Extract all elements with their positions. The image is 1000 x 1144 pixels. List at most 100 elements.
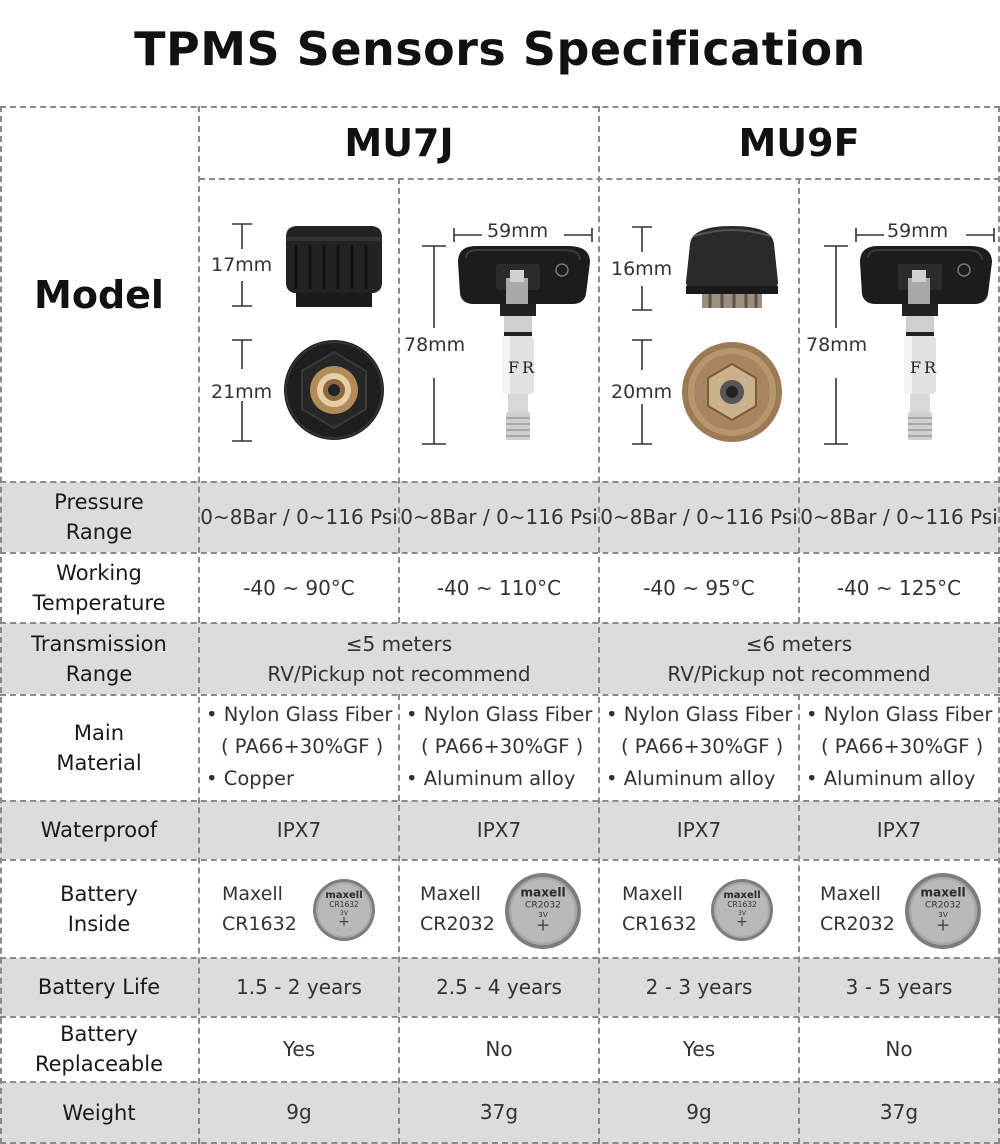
- row-shade-pressure: [0, 482, 1000, 552]
- valve-sensor-image: F R: [422, 228, 593, 445]
- waterproof-value: IPX7: [876, 818, 922, 842]
- waterproof-value: IPX7: [276, 818, 322, 842]
- coin-cell-battery-image: maxell CR2032 3V +: [505, 873, 581, 949]
- dim-label-width: 59mm: [887, 220, 949, 242]
- material-list: • Nylon Glass Fiber ( PA66+30%GF ) • Alu…: [806, 699, 992, 795]
- weight-value: 9g: [286, 1100, 312, 1124]
- grid-line: [0, 859, 1000, 861]
- grid-line: [0, 800, 1000, 802]
- svg-text:maxell: maxell: [520, 885, 565, 899]
- grid-line: [0, 481, 1000, 483]
- svg-text:CR2032: CR2032: [525, 900, 561, 910]
- sensor-cap-bottom-image: [284, 340, 384, 440]
- row-label-temperature: Working Temperature: [0, 553, 198, 622]
- grid-line: [0, 1142, 1000, 1144]
- grid-line: [798, 694, 800, 1144]
- row-label-battery-life: Battery Life: [37, 975, 161, 999]
- dim-label-height: 78mm: [404, 334, 466, 356]
- coin-cell-battery-image: maxell CR1632 3V +: [711, 879, 773, 941]
- label-line: Working: [56, 560, 142, 585]
- label-line: Replaceable: [34, 1052, 164, 1076]
- label-line: Main: [73, 720, 125, 745]
- pressure-value: 0~8Bar / 0~116 Psi: [800, 505, 998, 529]
- battery-label: Maxell CR1632: [622, 879, 697, 939]
- transmission-note: RV/Pickup not recommend: [267, 661, 531, 686]
- row-label-model: Model: [34, 272, 164, 317]
- label-line: Range: [65, 661, 133, 686]
- battery-life-value: 1.5 - 2 years: [236, 975, 362, 999]
- svg-text:3V: 3V: [340, 910, 349, 917]
- label-line: Inside: [67, 911, 131, 936]
- label-line: Pressure: [54, 490, 144, 514]
- svg-text:maxell: maxell: [325, 890, 362, 901]
- dimension-marker: [632, 226, 652, 445]
- row-shade-battery-life: [0, 958, 1000, 1016]
- dim-label-width: 20mm: [611, 381, 673, 403]
- svg-text:maxell: maxell: [920, 885, 965, 899]
- battery-model: CR1632: [222, 913, 297, 935]
- battery-brand: Maxell: [622, 883, 683, 905]
- dimension-marker: [232, 223, 252, 442]
- label-line: Material: [56, 750, 142, 775]
- material-item: • Aluminum alloy: [806, 767, 976, 790]
- material-spec: ( PA66+30%GF ): [621, 735, 784, 758]
- row-label-waterproof: Waterproof: [40, 818, 158, 842]
- replaceable-value: Yes: [282, 1037, 316, 1061]
- material-item: • Nylon Glass Fiber: [206, 703, 393, 726]
- grid-line: [0, 106, 1000, 108]
- battery-life-value: 2 - 3 years: [645, 975, 753, 999]
- svg-text:R: R: [924, 358, 937, 377]
- row-label-battery: Battery Inside: [0, 860, 198, 957]
- material-spec: ( PA66+30%GF ): [821, 735, 984, 758]
- row-label-pressure: Pressure Range: [0, 482, 198, 552]
- transmission-distance: ≤6 meters: [745, 631, 853, 656]
- label-line: Battery: [60, 1022, 138, 1046]
- weight-value: 37g: [879, 1100, 919, 1124]
- svg-text:maxell: maxell: [723, 890, 760, 901]
- row-label-material: Main Material: [0, 695, 198, 800]
- weight-value: 37g: [479, 1100, 519, 1124]
- row-label-replaceable: Battery Replaceable: [0, 1017, 198, 1081]
- coin-cell-battery-image: maxell CR2032 3V +: [905, 873, 981, 949]
- material-item: • Aluminum alloy: [606, 767, 776, 790]
- svg-text:R: R: [522, 358, 535, 377]
- model-header-mu9f: MU9F: [738, 121, 860, 165]
- svg-text:3V: 3V: [938, 910, 948, 919]
- material-spec: ( PA66+30%GF ): [421, 735, 584, 758]
- label-line: Transmission: [31, 631, 167, 656]
- page-title: TPMS Sensors Specification: [134, 22, 866, 76]
- battery-label: Maxell CR2032: [420, 879, 495, 939]
- temperature-value: -40 ~ 95°C: [643, 575, 755, 600]
- battery-brand: Maxell: [420, 883, 481, 905]
- svg-text:3V: 3V: [538, 910, 548, 919]
- waterproof-value: IPX7: [476, 818, 522, 842]
- pressure-value: 0~8Bar / 0~116 Psi: [400, 505, 598, 529]
- battery-model: CR2032: [820, 913, 895, 935]
- svg-text:+: +: [936, 916, 950, 936]
- transmission-note: RV/Pickup not recommend: [667, 661, 931, 686]
- row-label-weight: Weight: [62, 1101, 136, 1125]
- row-shade-transmission: [0, 623, 1000, 694]
- material-list: • Nylon Glass Fiber ( PA66+30%GF ) • Alu…: [406, 699, 592, 795]
- label-line: Temperature: [32, 590, 166, 615]
- svg-text:3V: 3V: [738, 910, 747, 917]
- grid-line: [398, 178, 400, 623]
- weight-value: 9g: [686, 1100, 712, 1124]
- label-line: Battery: [60, 881, 138, 906]
- row-shade-weight: [0, 1082, 1000, 1144]
- svg-text:+: +: [338, 914, 350, 930]
- coin-cell-battery-image: maxell CR1632 3V +: [313, 879, 375, 941]
- battery-model: CR2032: [420, 913, 495, 935]
- pressure-value: 0~8Bar / 0~116 Psi: [600, 505, 798, 529]
- grid-line: [598, 106, 600, 1144]
- sensor-cap-side-image: [286, 226, 382, 307]
- transmission-value-mu9f: ≤6 meters RV/Pickup not recommend: [600, 623, 998, 694]
- replaceable-value: Yes: [682, 1037, 716, 1061]
- svg-text:CR1632: CR1632: [329, 900, 359, 909]
- material-spec: ( PA66+30%GF ): [221, 735, 384, 758]
- grid-line: [798, 178, 800, 623]
- valve-sensor-image: F R: [824, 228, 995, 445]
- dim-label-width: 59mm: [487, 220, 549, 242]
- label-line: Range: [65, 520, 133, 544]
- material-item: • Nylon Glass Fiber: [606, 703, 793, 726]
